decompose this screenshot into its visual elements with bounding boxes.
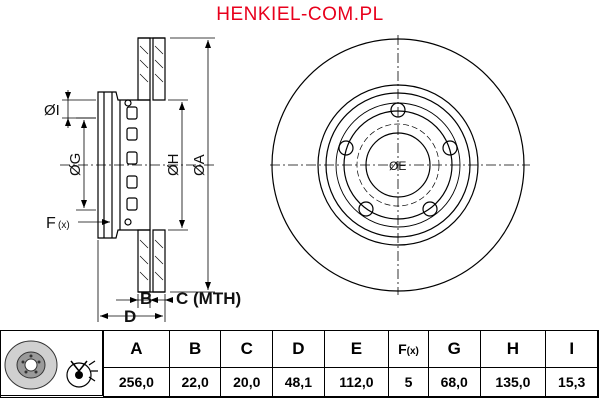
header-h: H — [479, 330, 547, 368]
value-c: 20,0 — [220, 367, 274, 397]
value-i: 15,3 — [545, 367, 598, 397]
phi-a-label: ØA — [191, 154, 208, 176]
header-f-sub: (x) — [406, 346, 419, 357]
phi-e-label: ØE — [389, 159, 406, 173]
side-section-view — [60, 37, 215, 322]
d-label: D — [124, 307, 136, 326]
header-f-letter: F — [398, 341, 407, 357]
header-e: E — [323, 330, 390, 368]
b-label: B — [140, 289, 152, 308]
spec-table: A B C D E F(x) G H I 256,0 22,0 20,0 48,… — [0, 330, 600, 400]
value-d: 48,1 — [272, 367, 325, 397]
header-b: B — [168, 330, 222, 368]
f-label: F — [46, 215, 56, 232]
c-mth-label: C (MTH) — [176, 289, 241, 308]
phi-i-label: ØI — [44, 102, 60, 119]
value-f: 5 — [388, 367, 429, 397]
header-f: F(x) — [388, 330, 429, 368]
value-h: 135,0 — [479, 367, 547, 397]
value-e: 112,0 — [323, 367, 390, 397]
value-a: 256,0 — [103, 367, 170, 397]
front-view — [270, 35, 530, 295]
brake-disc-thumbnail-icon — [4, 340, 98, 390]
brand-title: HENKIEL-COM.PL — [216, 4, 384, 25]
header-i: I — [545, 330, 598, 368]
header-g: G — [427, 330, 481, 368]
brake-disc-drawing: ØI ØG ØH ØA F (x) B C (MTH) D ØE — [44, 35, 530, 326]
f-sub-label: (x) — [58, 220, 70, 231]
phi-g-label: ØG — [67, 153, 84, 176]
spec-value-row: 256,0 22,0 20,0 48,1 112,0 5 68,0 135,0 … — [103, 367, 598, 397]
value-g: 68,0 — [427, 367, 481, 397]
phi-h-label: ØH — [165, 154, 182, 177]
header-d: D — [272, 330, 325, 368]
header-a: A — [103, 330, 170, 368]
value-b: 22,0 — [168, 367, 222, 397]
spec-header-row: A B C D E F(x) G H I — [103, 330, 598, 368]
header-c: C — [220, 330, 274, 368]
